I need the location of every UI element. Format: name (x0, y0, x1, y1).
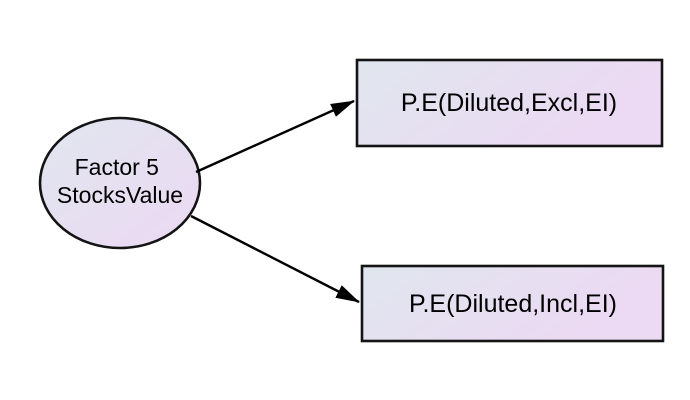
factor-node-label-line1: Factor 5 (75, 154, 159, 180)
indicator-node-excl-label: P.E(Diluted,Excl,EI) (401, 89, 617, 117)
indicator-node-incl-label: P.E(Diluted,Incl,EI) (409, 290, 617, 318)
indicator-node-incl-rect (360, 264, 665, 343)
indicator-node-excl-rect (355, 58, 664, 148)
factor-node-ellipse (38, 116, 202, 250)
edge-factor-to-excl (195, 99, 355, 174)
edge-factor-to-incl (190, 214, 360, 304)
factor-node-label-line2: StocksValue (57, 182, 183, 208)
factor-node-label: Factor 5 StocksValue (57, 154, 183, 208)
